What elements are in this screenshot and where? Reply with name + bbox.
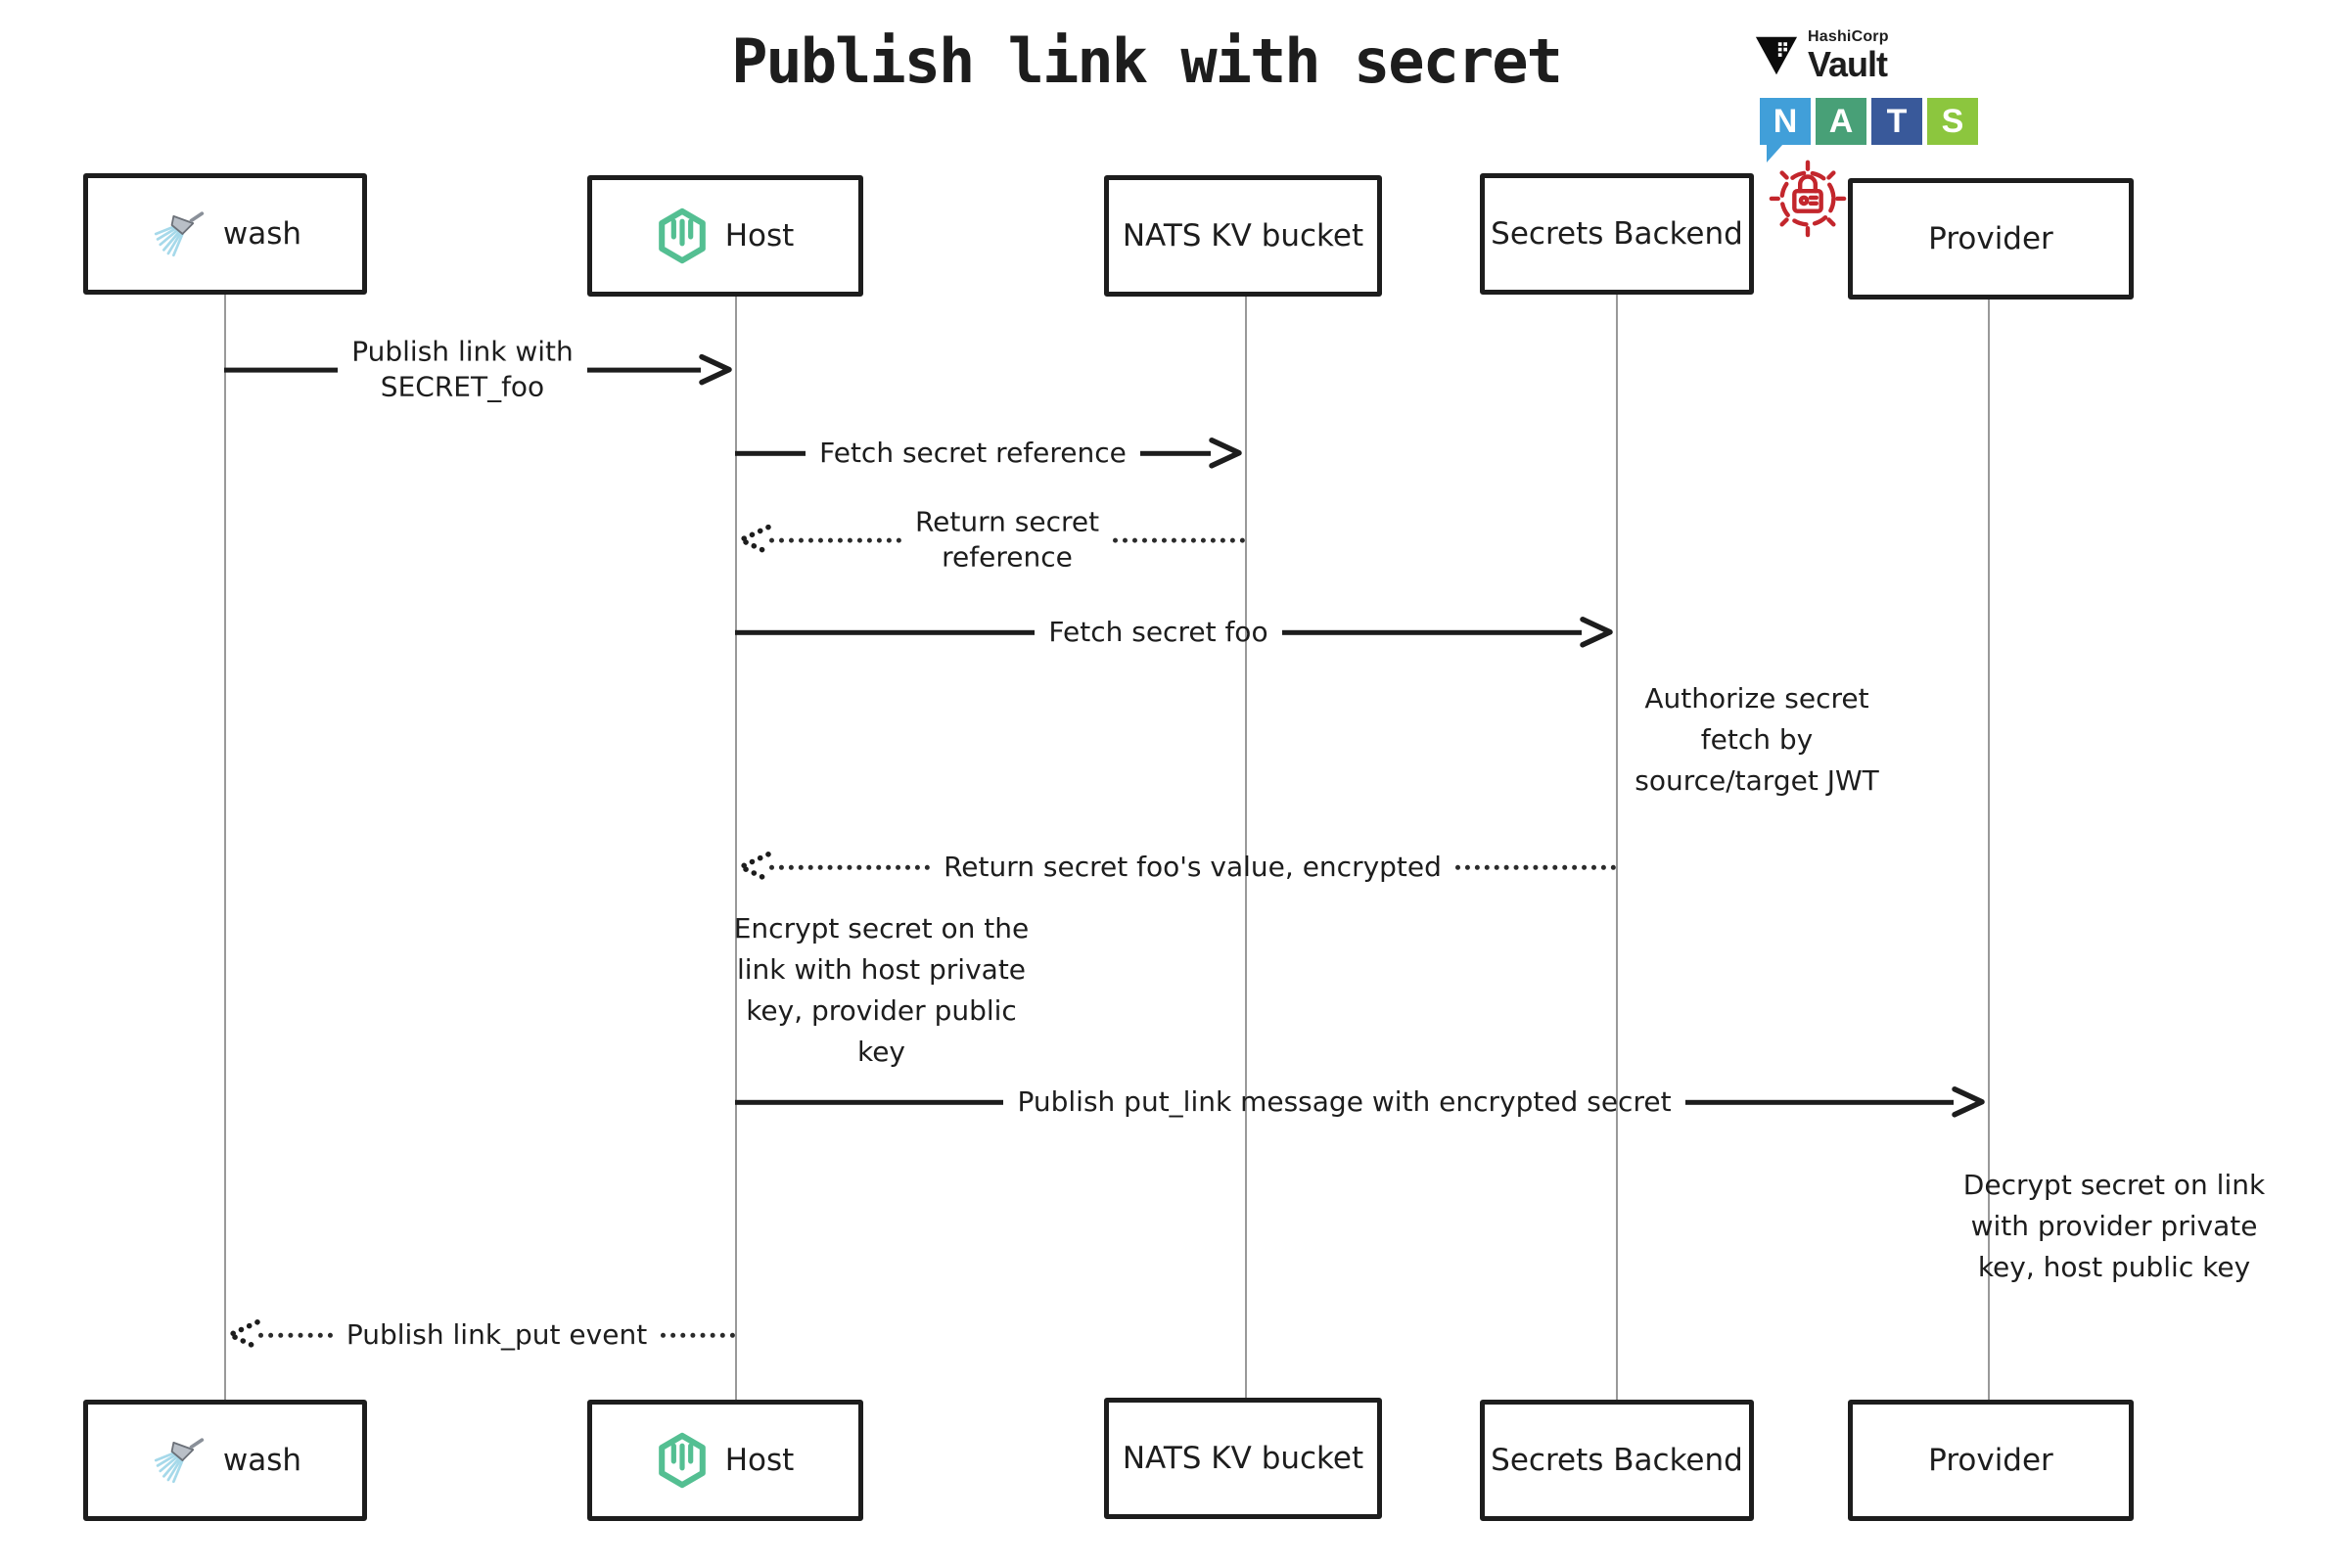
vault-wordmark: HashiCorp Vault bbox=[1808, 29, 1889, 82]
message-line bbox=[258, 1332, 333, 1338]
message-publish-put-link: Publish put_link message with encrypted … bbox=[735, 1084, 1988, 1120]
message-publish-link-put-event: Publish link_put event bbox=[224, 1317, 735, 1353]
message-line bbox=[661, 1332, 735, 1338]
actor-label: wash bbox=[222, 1443, 302, 1478]
message-label: Publish put_link message with encrypted … bbox=[1017, 1084, 1672, 1118]
wasmcloud-hexagon-icon bbox=[658, 1432, 706, 1489]
message-label: Fetch secret foo bbox=[1048, 615, 1268, 648]
vault-triangle-icon bbox=[1755, 36, 1798, 75]
message-line bbox=[769, 864, 931, 870]
actor-secrets-backend-top: Secrets Backend bbox=[1480, 173, 1754, 295]
actor-provider-bottom: Provider bbox=[1848, 1400, 2134, 1521]
message-label: Return secret reference bbox=[914, 505, 1100, 574]
actor-host-bottom: Host bbox=[587, 1400, 863, 1521]
note-encrypt-secret-on-link: Encrypt secret on the link with host pri… bbox=[733, 912, 1030, 1068]
lifeline-wash bbox=[224, 295, 226, 1400]
vault-company-text: HashiCorp bbox=[1808, 28, 1889, 45]
note-decrypt-secret-on-link: Decrypt secret on link with provider pri… bbox=[1962, 1169, 2266, 1283]
message-line bbox=[224, 367, 339, 373]
arrowhead-left-dotted-icon bbox=[738, 852, 771, 883]
nats-logo: N A T S bbox=[1760, 98, 1978, 162]
actor-label: NATS KV bucket bbox=[1122, 218, 1364, 254]
message-line bbox=[1454, 864, 1616, 870]
message-label: Publish link with SECRET_foo bbox=[351, 335, 574, 403]
message-line bbox=[1113, 537, 1245, 543]
actor-label: Provider bbox=[1928, 221, 2053, 256]
actor-secrets-backend-bottom: Secrets Backend bbox=[1480, 1400, 1754, 1521]
message-label: Fetch secret reference bbox=[819, 436, 1127, 469]
arrowhead-left-dotted-icon bbox=[227, 1319, 260, 1351]
message-line bbox=[735, 629, 1036, 635]
message-fetch-secret-foo: Fetch secret foo bbox=[735, 615, 1616, 650]
message-label: Return secret foo's value, encrypted bbox=[944, 850, 1442, 883]
message-line bbox=[1281, 629, 1582, 635]
message-label: Publish link_put event bbox=[345, 1317, 648, 1351]
message-return-secret-reference: Return secret reference bbox=[735, 505, 1245, 576]
actor-wash-top: wash bbox=[83, 173, 367, 295]
nats-letter-s: S bbox=[1927, 98, 1978, 145]
message-return-secret-value: Return secret foo's value, encrypted bbox=[735, 850, 1616, 885]
message-line bbox=[769, 537, 901, 543]
wasmcloud-hexagon-icon bbox=[658, 208, 706, 264]
arrowhead-right-icon bbox=[1580, 617, 1613, 648]
message-line bbox=[735, 1099, 1004, 1105]
nats-letter-t: T bbox=[1871, 98, 1922, 145]
message-line bbox=[1139, 450, 1212, 456]
vault-product-text: Vault bbox=[1808, 44, 1888, 84]
message-fetch-secret-reference: Fetch secret reference bbox=[735, 436, 1245, 471]
secret-lock-icon bbox=[1769, 160, 1847, 238]
lifeline-provider bbox=[1988, 295, 1990, 1400]
arrowhead-left-dotted-icon bbox=[738, 525, 771, 556]
actor-label: Provider bbox=[1928, 1443, 2053, 1478]
actor-nats-kv-bottom: NATS KV bucket bbox=[1104, 1398, 1382, 1519]
message-line bbox=[1684, 1099, 1955, 1105]
lifeline-host bbox=[735, 295, 737, 1400]
message-line bbox=[735, 450, 806, 456]
nats-letter-a: A bbox=[1816, 98, 1866, 145]
actor-provider-top: Provider bbox=[1848, 178, 2134, 300]
arrowhead-right-icon bbox=[1952, 1086, 1985, 1118]
actor-wash-bottom: wash bbox=[83, 1400, 367, 1521]
actor-label: Host bbox=[724, 1443, 795, 1478]
actor-label: wash bbox=[222, 216, 302, 252]
message-line bbox=[586, 367, 701, 373]
message-publish-link-with-secret: Publish link with SECRET_foo bbox=[224, 335, 735, 406]
page-title: Publish link with secret bbox=[731, 25, 1563, 97]
actor-label: NATS KV bucket bbox=[1122, 1441, 1364, 1476]
arrowhead-right-icon bbox=[1209, 438, 1242, 469]
shower-icon bbox=[154, 1438, 205, 1484]
arrowhead-right-icon bbox=[699, 354, 732, 386]
vault-logo: HashiCorp Vault bbox=[1755, 29, 1889, 82]
note-authorize-secret-fetch: Authorize secret fetch by source/target … bbox=[1635, 682, 1879, 797]
shower-icon bbox=[154, 211, 205, 257]
nats-letter-n: N bbox=[1760, 98, 1811, 145]
actor-label: Secrets Backend bbox=[1491, 216, 1743, 252]
lifeline-nats-kv bbox=[1245, 295, 1247, 1400]
actor-nats-kv-top: NATS KV bucket bbox=[1104, 175, 1382, 297]
actor-label: Secrets Backend bbox=[1491, 1443, 1743, 1478]
nats-speech-tail bbox=[1767, 144, 1783, 162]
actor-label: Host bbox=[724, 218, 795, 254]
lifeline-secrets-backend bbox=[1616, 295, 1618, 1400]
actor-host-top: Host bbox=[587, 175, 863, 297]
